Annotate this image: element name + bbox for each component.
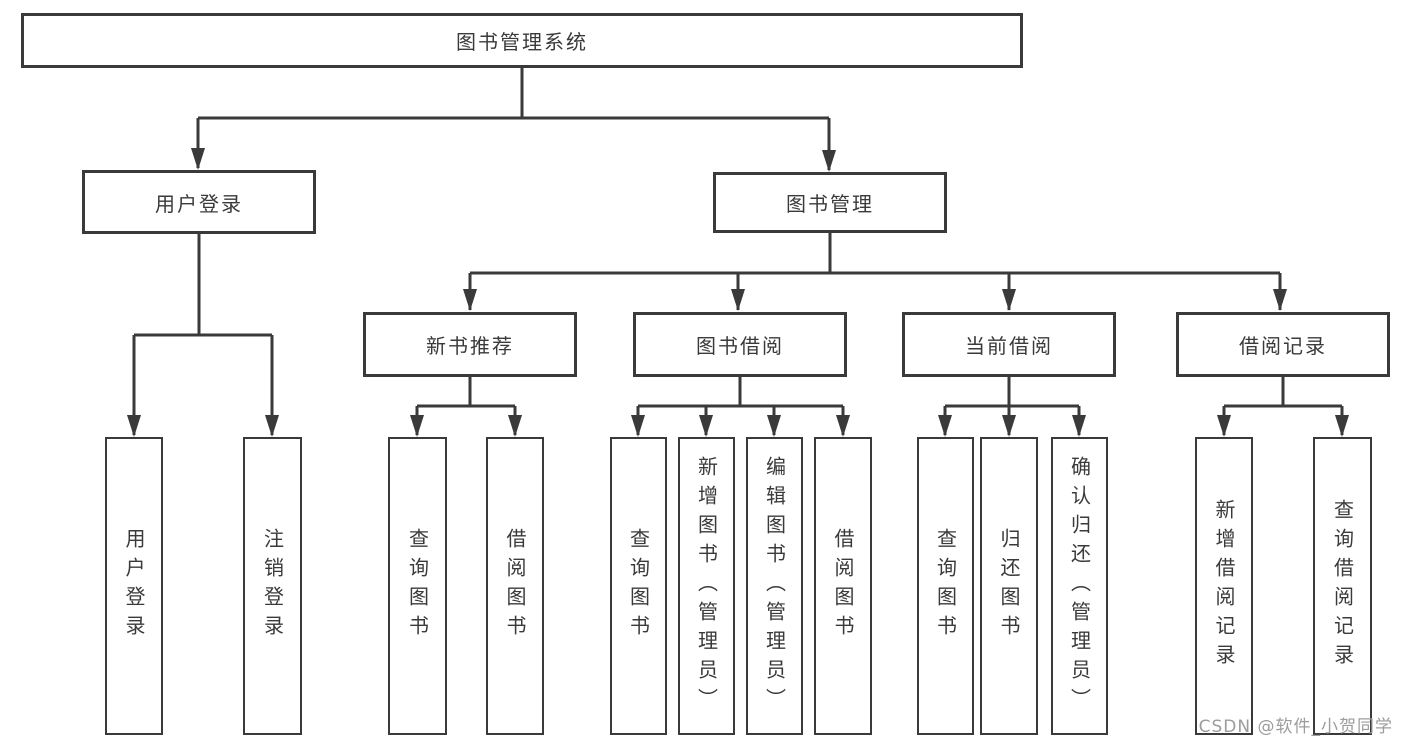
leaf-add-books-admin-label: 新增图书（管理员） <box>694 455 719 717</box>
leaf-query-borrow-record: 查询借阅记录 <box>1313 437 1372 735</box>
node-user-login: 用户登录 <box>82 170 316 234</box>
leaf-add-borrow-record-label: 新增借阅记录 <box>1212 499 1236 673</box>
leaf-confirm-return-admin: 确认归还（管理员） <box>1051 437 1108 735</box>
leaf-edit-books-admin: 编辑图书（管理员） <box>746 437 803 735</box>
leaf-add-books-admin: 新增图书（管理员） <box>678 437 735 735</box>
leaf-borrow-books: 借阅图书 <box>814 437 872 735</box>
node-root-system-label: 图书管理系统 <box>456 30 588 54</box>
leaf-user-login: 用户登录 <box>105 437 163 735</box>
leaf-borrow-query-books-label: 查询图书 <box>626 528 651 644</box>
leaf-rec-borrow-books-label: 借阅图书 <box>503 528 527 644</box>
leaf-logout: 注销登录 <box>243 437 302 735</box>
node-current-borrowing-label: 当前借阅 <box>965 334 1053 358</box>
node-book-management: 图书管理 <box>713 172 947 233</box>
node-book-management-label: 图书管理 <box>786 192 874 216</box>
connector-book-mgmt-split <box>468 233 1282 310</box>
leaf-current-query-books-label: 查询图书 <box>933 528 958 644</box>
leaf-return-books: 归还图书 <box>980 437 1038 735</box>
node-book-borrowing-label: 图书借阅 <box>696 334 784 358</box>
connector-book-borrow-split <box>636 377 845 435</box>
leaf-current-query-books: 查询图书 <box>917 437 974 735</box>
node-user-login-label: 用户登录 <box>155 191 243 216</box>
node-new-book-recommend: 新书推荐 <box>363 312 577 377</box>
leaf-query-borrow-record-label: 查询借阅记录 <box>1330 499 1355 673</box>
connector-root-to-level2 <box>196 68 831 170</box>
arrowheads <box>127 148 1349 437</box>
leaf-return-books-label: 归还图书 <box>997 528 1021 644</box>
leaf-borrow-books-label: 借阅图书 <box>831 528 855 644</box>
node-borrowing-records-label: 借阅记录 <box>1239 334 1327 358</box>
leaf-borrow-query-books: 查询图书 <box>610 437 667 735</box>
leaf-rec-query-books-label: 查询图书 <box>405 528 430 644</box>
connector-borrow-records-split <box>1222 377 1344 435</box>
node-current-borrowing: 当前借阅 <box>902 312 1116 377</box>
leaf-user-login-label: 用户登录 <box>122 528 146 644</box>
node-root-system: 图书管理系统 <box>21 13 1023 68</box>
leaf-add-borrow-record: 新增借阅记录 <box>1195 437 1253 735</box>
leaf-rec-borrow-books: 借阅图书 <box>486 437 544 735</box>
connector-user-login-split <box>132 234 274 435</box>
node-borrowing-records: 借阅记录 <box>1176 312 1390 377</box>
node-new-book-recommend-label: 新书推荐 <box>426 334 514 358</box>
leaf-edit-books-admin-label: 编辑图书（管理员） <box>762 455 787 717</box>
leaf-logout-label: 注销登录 <box>260 528 285 644</box>
node-book-borrowing: 图书借阅 <box>633 312 847 377</box>
leaf-rec-query-books: 查询图书 <box>388 437 447 735</box>
csdn-watermark: CSDN @软件_小贺同学 <box>1198 717 1393 737</box>
connector-new-book-rec-split <box>415 377 517 435</box>
leaf-confirm-return-admin-label: 确认归还（管理员） <box>1067 455 1092 717</box>
